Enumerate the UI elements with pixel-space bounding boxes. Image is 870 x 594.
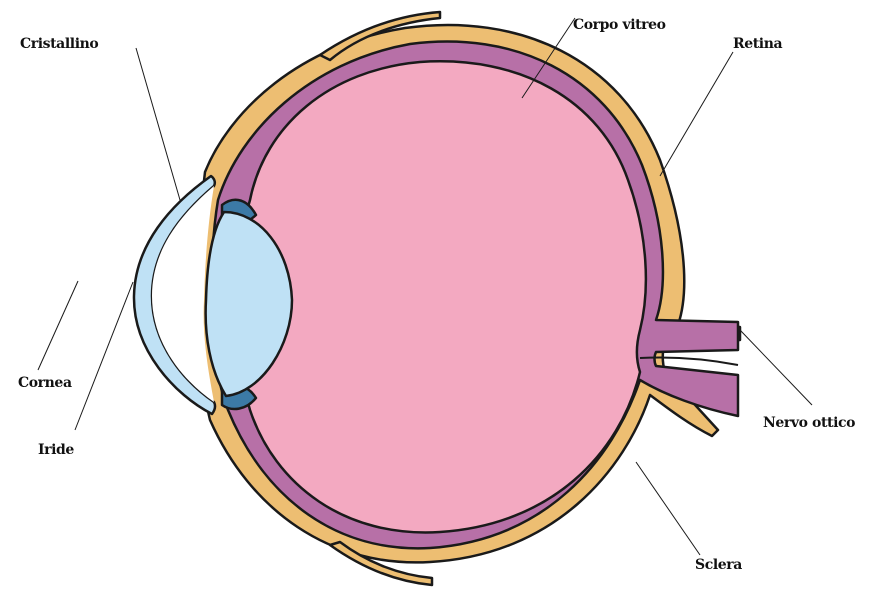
- label-sclera: Sclera: [695, 557, 742, 573]
- leader-cornea: [38, 281, 78, 370]
- vitreous-body: [239, 61, 646, 532]
- label-retina: Retina: [733, 36, 782, 52]
- label-corpo-vitreo: Corpo vitreo: [573, 17, 666, 33]
- label-cristallino: Cristallino: [20, 36, 98, 52]
- leader-cristallino: [136, 48, 180, 200]
- label-nervo-ottico: Nervo ottico: [763, 415, 855, 431]
- leader-nervo-ottico: [740, 330, 812, 405]
- leader-sclera: [636, 462, 700, 555]
- leader-iride: [75, 282, 133, 430]
- label-iride: Iride: [38, 442, 74, 458]
- label-cornea: Cornea: [18, 375, 72, 391]
- leader-retina: [660, 52, 733, 176]
